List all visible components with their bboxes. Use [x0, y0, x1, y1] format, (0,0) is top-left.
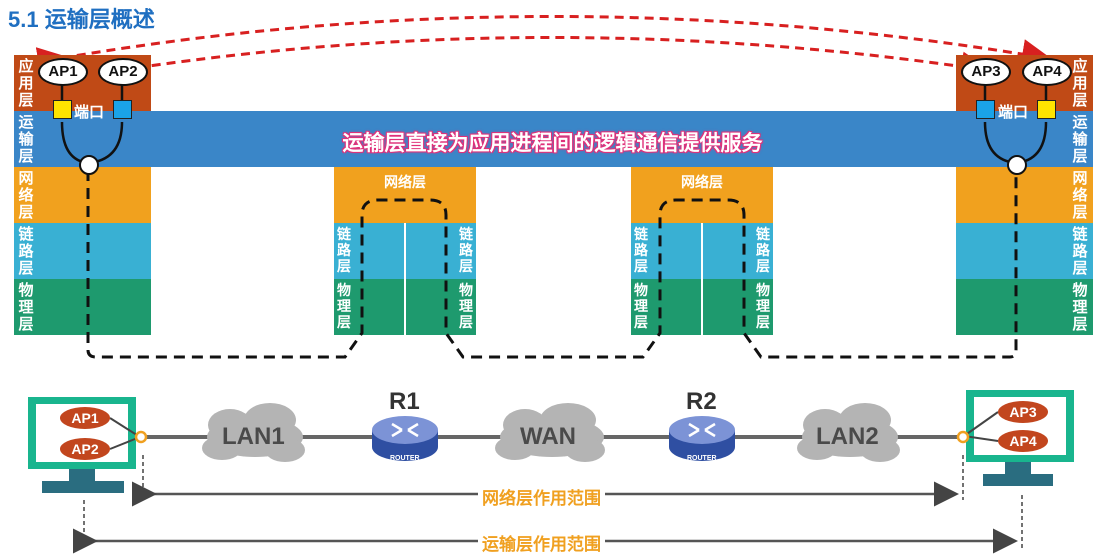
right-port-blue [976, 100, 995, 119]
left-label-transport: 运输层 [18, 114, 34, 165]
lan1-label: LAN1 [222, 423, 285, 450]
lan1-cloud [202, 403, 305, 462]
right-label-application: 应用层 [1072, 58, 1088, 109]
left-ap1-oval: AP1 [38, 58, 88, 86]
right-label-transport: 运输层 [1072, 114, 1088, 165]
pc-right-ap4: AP4 [998, 430, 1048, 452]
left-label-application: 应用层 [18, 58, 34, 109]
r1-network-label: 网络层 [384, 174, 426, 190]
network-scope-label: 网络层作用范围 [478, 484, 605, 509]
wan-cloud [495, 403, 605, 462]
left-branch-node [79, 155, 99, 175]
r2-right-physical-label: 物理层 [756, 282, 770, 330]
left-port-blue [113, 100, 132, 119]
r1-divider [404, 223, 406, 335]
router-r1-icon [372, 416, 438, 461]
right-link-layer [956, 223, 1093, 279]
right-port-yellow [1037, 100, 1056, 119]
router-r2-label: R2 [686, 388, 717, 415]
r1-network-layer [334, 167, 476, 223]
left-ap2-oval: AP2 [98, 58, 148, 86]
right-label-link: 链路层 [1072, 226, 1088, 277]
pc-left-ap1: AP1 [60, 407, 110, 429]
pc-left-ap2: AP2 [60, 438, 110, 460]
r2-left-physical-label: 物理层 [634, 282, 648, 330]
r2-right-link-label: 链路层 [756, 226, 770, 274]
r1-right-link-label: 链路层 [459, 226, 473, 274]
pc-right-ap3: AP3 [998, 401, 1048, 423]
router-r1-label: R1 [389, 388, 420, 415]
lan2-cloud [797, 403, 900, 462]
left-label-physical: 物理层 [18, 282, 34, 333]
right-network-layer [956, 167, 1093, 223]
right-ap3-oval: AP3 [961, 58, 1011, 86]
left-label-network: 网络层 [18, 170, 34, 221]
right-label-physical: 物理层 [1072, 282, 1088, 333]
r2-left-link-label: 链路层 [634, 226, 648, 274]
right-port-label: 端口 [998, 104, 1029, 121]
left-label-link: 链路层 [18, 226, 34, 277]
left-port-yellow [53, 100, 72, 119]
r1-right-physical-label: 物理层 [459, 282, 473, 330]
left-network-layer [14, 167, 151, 223]
left-physical-layer [14, 279, 151, 335]
right-physical-layer [956, 279, 1093, 335]
router-r2-icon [669, 416, 735, 461]
right-branch-node [1007, 155, 1027, 175]
r2-network-label: 网络层 [681, 174, 723, 190]
r1-left-physical-label: 物理层 [337, 282, 351, 330]
r2-network-layer [631, 167, 773, 223]
page-title: 5.1 运输层概述 [8, 7, 155, 32]
router-r1-caption: ROUTER [390, 455, 420, 462]
transport-band [151, 111, 956, 167]
r1-left-link-label: 链路层 [337, 226, 351, 274]
transport-slogan: 运输层直接为应用进程间的逻辑通信提供服务 [342, 132, 763, 155]
left-link-layer [14, 223, 151, 279]
lan2-label: LAN2 [816, 423, 879, 450]
wan-label: WAN [520, 423, 576, 450]
r2-divider [701, 223, 703, 335]
transport-scope-label: 运输层作用范围 [478, 530, 605, 555]
right-ap4-oval: AP4 [1022, 58, 1072, 86]
right-label-network: 网络层 [1072, 170, 1088, 221]
router-r2-caption: ROUTER [687, 455, 717, 462]
left-port-label: 端口 [74, 104, 105, 121]
